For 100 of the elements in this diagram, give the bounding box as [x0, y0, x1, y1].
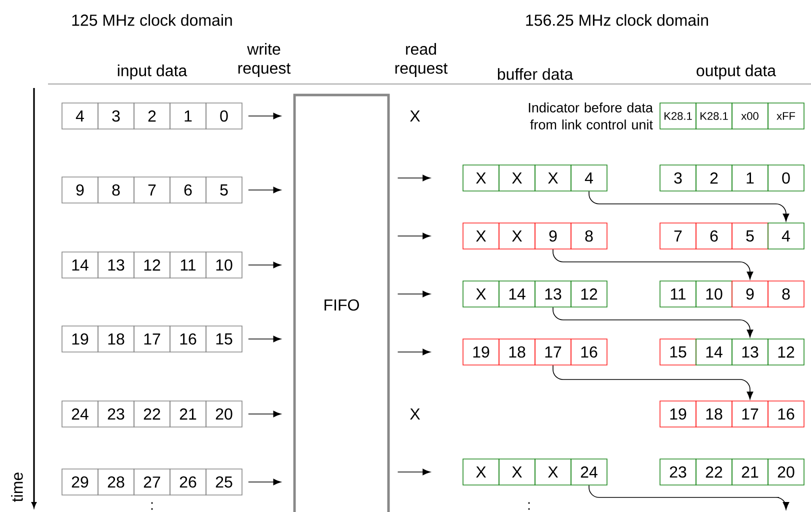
data-cell: 9 [62, 176, 98, 204]
data-cell: 8 [768, 280, 804, 308]
data-cell: X [462, 222, 500, 250]
data-cell: 19 [62, 326, 98, 352]
data-cell: 8 [98, 176, 134, 204]
data-cell: 9 [732, 280, 768, 308]
arrow [552, 249, 754, 280]
column-heading: buffer data [498, 68, 574, 80]
data-cell: 5 [206, 176, 242, 204]
data-cell: 11 [660, 280, 696, 308]
data-cell: X [498, 164, 536, 192]
data-cell: 20 [206, 400, 242, 428]
data-cell: 23 [660, 458, 696, 486]
data-cell: 16 [170, 326, 206, 352]
data-cell: 11 [170, 252, 206, 278]
data-cell: x00 [732, 102, 768, 130]
arrow [397, 468, 430, 476]
arrow [248, 410, 282, 418]
ellipsis-mark: : [151, 502, 153, 510]
data-cell: X [534, 458, 572, 486]
data-cell: 21 [732, 458, 768, 486]
arrow [248, 186, 282, 194]
data-cell: 24 [62, 400, 98, 428]
arrow [248, 262, 282, 268]
data-cell: 20 [768, 458, 804, 486]
data-cell: 12 [768, 338, 804, 366]
arrow [397, 174, 430, 182]
data-cell: X [498, 458, 536, 486]
domain-heading: 125 MHz clock domain [72, 14, 232, 26]
data-cell: X [534, 164, 572, 192]
data-cell: 10 [206, 252, 242, 278]
data-cell: 18 [696, 400, 732, 428]
fifo-box: FIFO [293, 94, 390, 512]
arrow [552, 365, 754, 400]
arrow [588, 485, 790, 510]
data-cell: 18 [98, 326, 134, 352]
data-cell: 19 [462, 338, 500, 366]
data-cell: 27 [134, 468, 170, 496]
data-cell: 17 [134, 326, 170, 352]
data-cell: K28.1 [696, 102, 732, 130]
data-cell: 6 [170, 176, 206, 204]
data-cell: 16 [768, 400, 804, 428]
data-cell: 18 [498, 338, 536, 366]
arrow [248, 336, 282, 342]
ellipsis-mark: : [528, 502, 530, 510]
data-cell: 15 [660, 338, 696, 366]
data-cell: 13 [732, 338, 768, 366]
data-cell: 26 [170, 468, 206, 496]
data-cell: 8 [570, 222, 608, 250]
axis-label: time [11, 472, 23, 502]
data-cell: 12 [134, 252, 170, 278]
domain-heading: 156.25 MHz clock domain [526, 14, 708, 26]
data-cell: 14 [696, 338, 732, 366]
column-heading: read request [395, 43, 448, 77]
data-cell: 12 [570, 280, 608, 308]
data-cell: 14 [62, 252, 98, 278]
data-cell: 21 [170, 400, 206, 428]
data-cell: 13 [98, 252, 134, 278]
arrow [397, 232, 430, 240]
empty-marker: X [410, 408, 420, 420]
data-cell: 1 [732, 164, 768, 192]
data-cell: 10 [696, 280, 732, 308]
data-cell: K28.1 [660, 102, 696, 130]
data-cell: 23 [98, 400, 134, 428]
data-cell: 3 [98, 102, 134, 130]
data-cell: 13 [534, 280, 572, 308]
data-cell: X [462, 280, 500, 308]
arrow [552, 307, 754, 338]
data-cell: 19 [660, 400, 696, 428]
data-cell: 7 [660, 222, 696, 250]
data-cell: 4 [570, 164, 608, 192]
data-cell: 0 [206, 102, 242, 130]
data-cell: 22 [696, 458, 732, 486]
empty-marker: X [410, 110, 420, 122]
data-cell: 22 [134, 400, 170, 428]
data-cell: 5 [732, 222, 768, 250]
data-cell: X [462, 458, 500, 486]
data-cell: X [498, 222, 536, 250]
data-cell: 17 [534, 338, 572, 366]
column-heading: output data [696, 64, 776, 80]
data-cell: 6 [696, 222, 732, 250]
arrow [588, 191, 790, 222]
data-cell: 4 [768, 222, 804, 250]
arrow [248, 112, 282, 120]
data-cell: 16 [570, 338, 608, 366]
data-cell: 7 [134, 176, 170, 204]
column-heading: write request [238, 43, 291, 77]
data-cell: 3 [660, 164, 696, 192]
data-cell: 28 [98, 468, 134, 496]
arrow [248, 478, 282, 486]
data-cell: 4 [62, 102, 98, 130]
data-cell: xFF [768, 102, 804, 130]
data-cell: 2 [696, 164, 732, 192]
arrow [397, 348, 430, 356]
data-cell: 17 [732, 400, 768, 428]
data-cell: 15 [206, 326, 242, 352]
data-cell: 1 [170, 102, 206, 130]
data-cell: 2 [134, 102, 170, 130]
note-text: Indicator before data from link control unit [528, 102, 653, 130]
data-cell: 0 [768, 164, 804, 192]
